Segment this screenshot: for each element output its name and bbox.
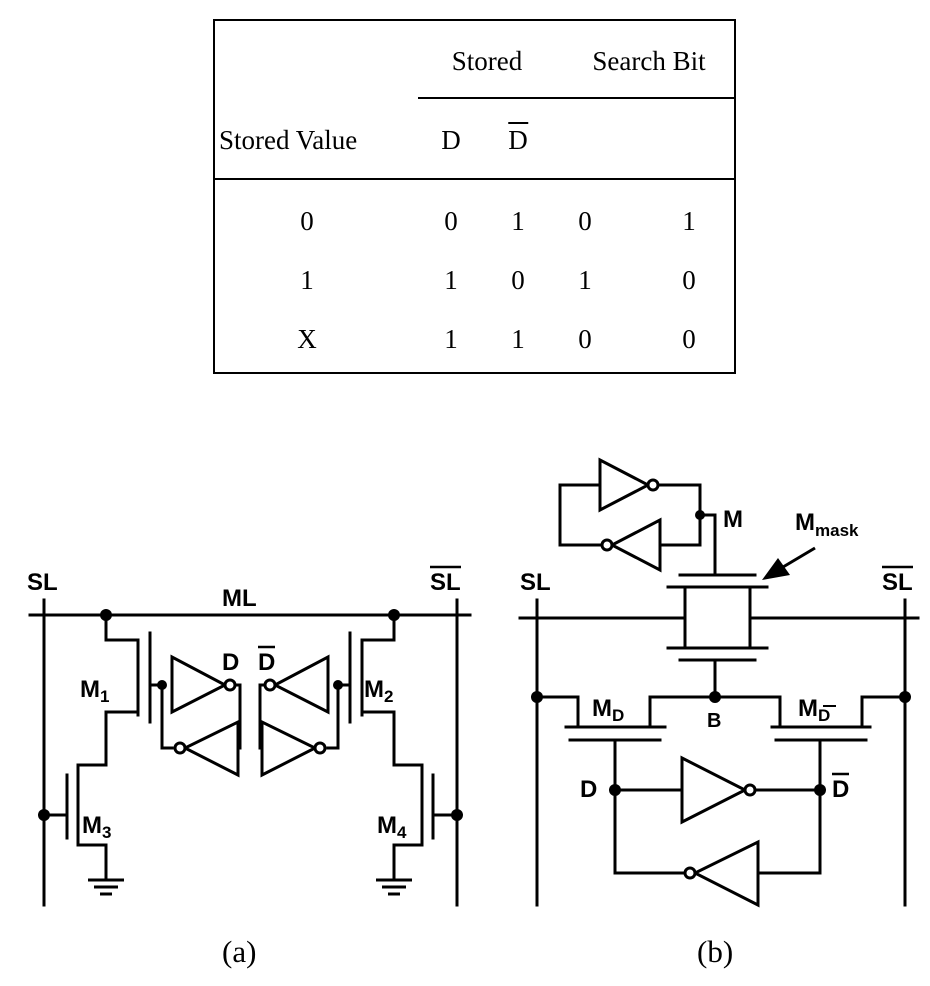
a-label-m4: M4 (377, 812, 407, 842)
a-m1-drain (104, 613, 140, 642)
a-label-dbar: D (258, 649, 275, 676)
a-m3-channel (76, 763, 108, 847)
b-inv-top (680, 755, 749, 825)
b-label-mdbar: MD (798, 695, 830, 725)
b-label-sl: SL (520, 569, 551, 596)
a-label-sl: SL (27, 569, 58, 596)
a-label-slbar: SL (430, 569, 461, 596)
b-node-m-wire (698, 513, 717, 577)
row-1-value: 1 (300, 265, 314, 295)
row-1-dbar: 0 (511, 265, 525, 295)
b-label-d: D (580, 776, 597, 803)
header-search-bit: Search Bit (592, 46, 706, 76)
header-d-bar: D (508, 122, 528, 155)
circuit-b (518, 457, 920, 908)
row-2-dbar: 1 (511, 324, 525, 354)
circuit-a (28, 598, 472, 907)
b-label-b: B (707, 710, 721, 732)
row-1-sbar: 0 (682, 265, 696, 295)
a-m2-source (360, 710, 396, 767)
header-rule-partial (418, 97, 736, 99)
b-label-dbar: D (832, 776, 849, 803)
row-0-s: 0 (578, 206, 592, 236)
a-label-m2: M2 (364, 676, 393, 706)
a-label-d: D (222, 649, 239, 676)
b-mdbar-drain (860, 695, 907, 727)
b-label-m: M (723, 506, 743, 533)
a-m3-source (76, 843, 108, 882)
a-inv-left-bottom (181, 719, 240, 778)
a-m4-channel (392, 763, 424, 847)
row-0-value: 0 (300, 206, 314, 236)
b-md-drain (535, 695, 580, 727)
header-rule-full (215, 178, 734, 180)
a-inv-right-bottom (260, 719, 319, 778)
a-label-m1: M1 (80, 676, 109, 706)
a-m1-source (104, 710, 140, 767)
row-2-value: X (297, 324, 317, 354)
row-1-s: 1 (578, 265, 592, 295)
a-inv-right-top (271, 654, 330, 715)
caption-b: (b) (697, 934, 733, 969)
row-2-s: 0 (578, 324, 592, 354)
header-stored: Stored (451, 46, 523, 76)
b-label-mmask: Mmask (795, 509, 859, 540)
truth-table: Stored Search Bit Stored Value D D 0 0 1… (213, 19, 736, 374)
row-1-d: 1 (444, 265, 458, 295)
b-label-slbar: SL (882, 569, 913, 596)
row-0-dbar: 1 (511, 206, 525, 236)
caption-a: (a) (222, 934, 256, 969)
row-2-sbar: 0 (682, 324, 696, 354)
b-mask-inv-top (598, 457, 652, 513)
b-inv-bottom (691, 839, 760, 908)
a-label-ml: ML (222, 585, 257, 612)
a-m2-drain (360, 613, 396, 642)
a-m4-source (392, 843, 424, 882)
header-d: D (441, 125, 461, 155)
row-2-d: 1 (444, 324, 458, 354)
a-label-m3: M3 (82, 812, 111, 842)
a-inv-left-top (170, 654, 229, 715)
row-0-d: 0 (444, 206, 458, 236)
header-stored-value: Stored Value (219, 125, 358, 155)
row-0-sbar: 1 (682, 206, 696, 236)
b-label-md: MD (592, 695, 624, 725)
b-mask-inv-bottom (608, 517, 662, 573)
